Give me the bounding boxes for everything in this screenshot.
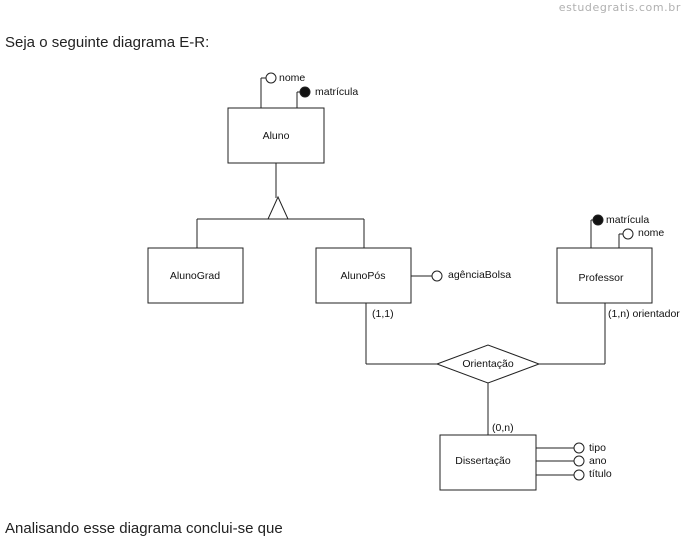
attr-professor-matricula-key-icon xyxy=(592,214,604,226)
attr-dissert-ano-label: ano xyxy=(589,455,607,467)
attr-dissert-ano-icon xyxy=(573,455,585,467)
entity-dissertacao-label: Dissertação xyxy=(455,455,511,467)
entity-dissertacao xyxy=(439,434,537,491)
attr-dissert-titulo-icon xyxy=(573,469,585,481)
attr-dissert-tipo-label: tipo xyxy=(589,442,606,454)
attr-professor-nome-label: nome xyxy=(638,227,664,239)
relationship-orientacao-label: Orientação xyxy=(462,358,514,370)
entity-aluno xyxy=(227,107,325,164)
attr-professor-matricula-label: matrícula xyxy=(606,214,649,226)
site-watermark: estudegratis.com.br xyxy=(558,1,681,14)
entity-alunograd-label: AlunoGrad xyxy=(170,270,220,282)
attr-aluno-matricula-key-icon xyxy=(299,86,311,98)
attr-aluno-nome-label: nome xyxy=(279,72,305,84)
outro-text: Analisando esse diagrama conclui-se que xyxy=(5,520,283,537)
attr-dissert-tipo-icon xyxy=(573,442,585,454)
entity-alunograd xyxy=(147,247,244,304)
attr-alunopos-agencia-icon xyxy=(431,270,443,282)
cardinality-alunopos: (1,1) xyxy=(372,308,394,320)
attr-aluno-matricula-label: matrícula xyxy=(315,86,358,98)
entity-alunopos-label: AlunoPós xyxy=(341,270,386,282)
attr-dissert-titulo-label: título xyxy=(589,468,612,480)
generalization-triangle xyxy=(267,195,289,220)
entity-professor xyxy=(556,247,653,304)
relationship-orientacao xyxy=(435,344,541,384)
cardinality-professor: (1,n) orientador xyxy=(608,308,680,320)
attr-aluno-nome-icon xyxy=(265,72,277,84)
entity-alunopos xyxy=(315,247,412,304)
attr-alunopos-agencia-label: agênciaBolsa xyxy=(448,269,511,281)
intro-text: Seja o seguinte diagrama E-R: xyxy=(5,34,210,51)
entity-aluno-label: Aluno xyxy=(263,130,290,142)
attr-professor-nome-icon xyxy=(622,228,634,240)
entity-professor-label: Professor xyxy=(579,272,624,284)
cardinality-dissertacao: (0,n) xyxy=(492,422,514,434)
